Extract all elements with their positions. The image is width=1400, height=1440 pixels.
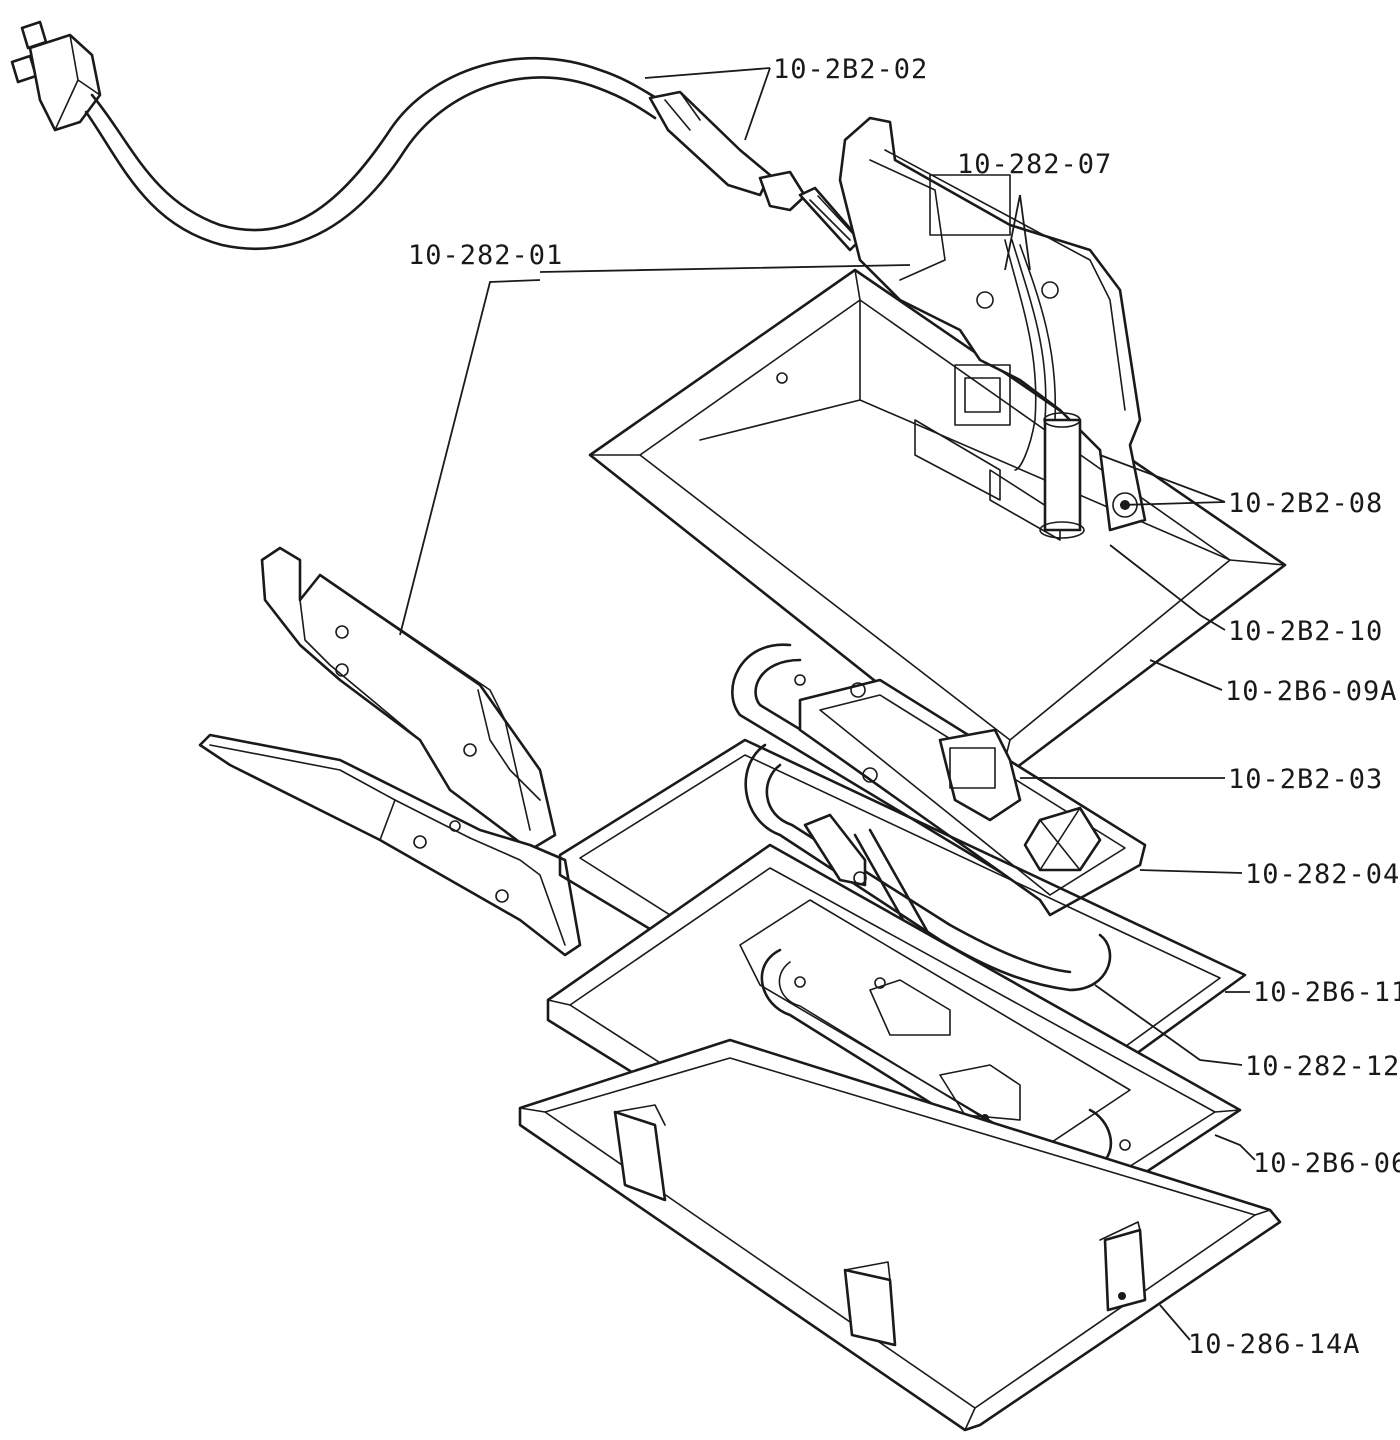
callout-10-282-01: 10-282-01 (408, 240, 563, 271)
power-cord (10, 20, 862, 252)
heating-element (731, 643, 1147, 992)
iron-body (588, 116, 1287, 782)
callout-10-286-14A: 10-286-14A (1188, 1329, 1361, 1360)
callout-10-2B2-02: 10-2B2-02 (773, 54, 928, 85)
base-plate (518, 1038, 1282, 1432)
plug-body (28, 33, 102, 132)
lower-grip (198, 733, 582, 957)
callout-10-282-04: 10-282-04 (1245, 859, 1400, 890)
callout-10-2B6-11A: 10-2B6-11A (1253, 977, 1400, 1008)
iron-handle (838, 116, 1147, 532)
callout-10-2B6-06: 10-2B6-06 (1253, 1148, 1400, 1179)
callout-labels: 10-2B2-02 10-282-07 10-282-01 10-2B2-08 … (408, 54, 1400, 1360)
callout-10-2B2-03: 10-2B2-03 (1228, 764, 1383, 795)
handle-half (260, 546, 557, 852)
leader-lines (399, 67, 1256, 1341)
callout-10-282-12: 10-282-12 (1245, 1051, 1400, 1082)
callout-10-282-07: 10-282-07 (957, 149, 1112, 180)
callout-10-2B2-10: 10-2B2-10 (1228, 616, 1383, 647)
callout-10-2B2-08: 10-2B2-08 (1228, 488, 1383, 519)
callout-10-2B6-09A: 10-2B6-09A (1225, 676, 1398, 707)
